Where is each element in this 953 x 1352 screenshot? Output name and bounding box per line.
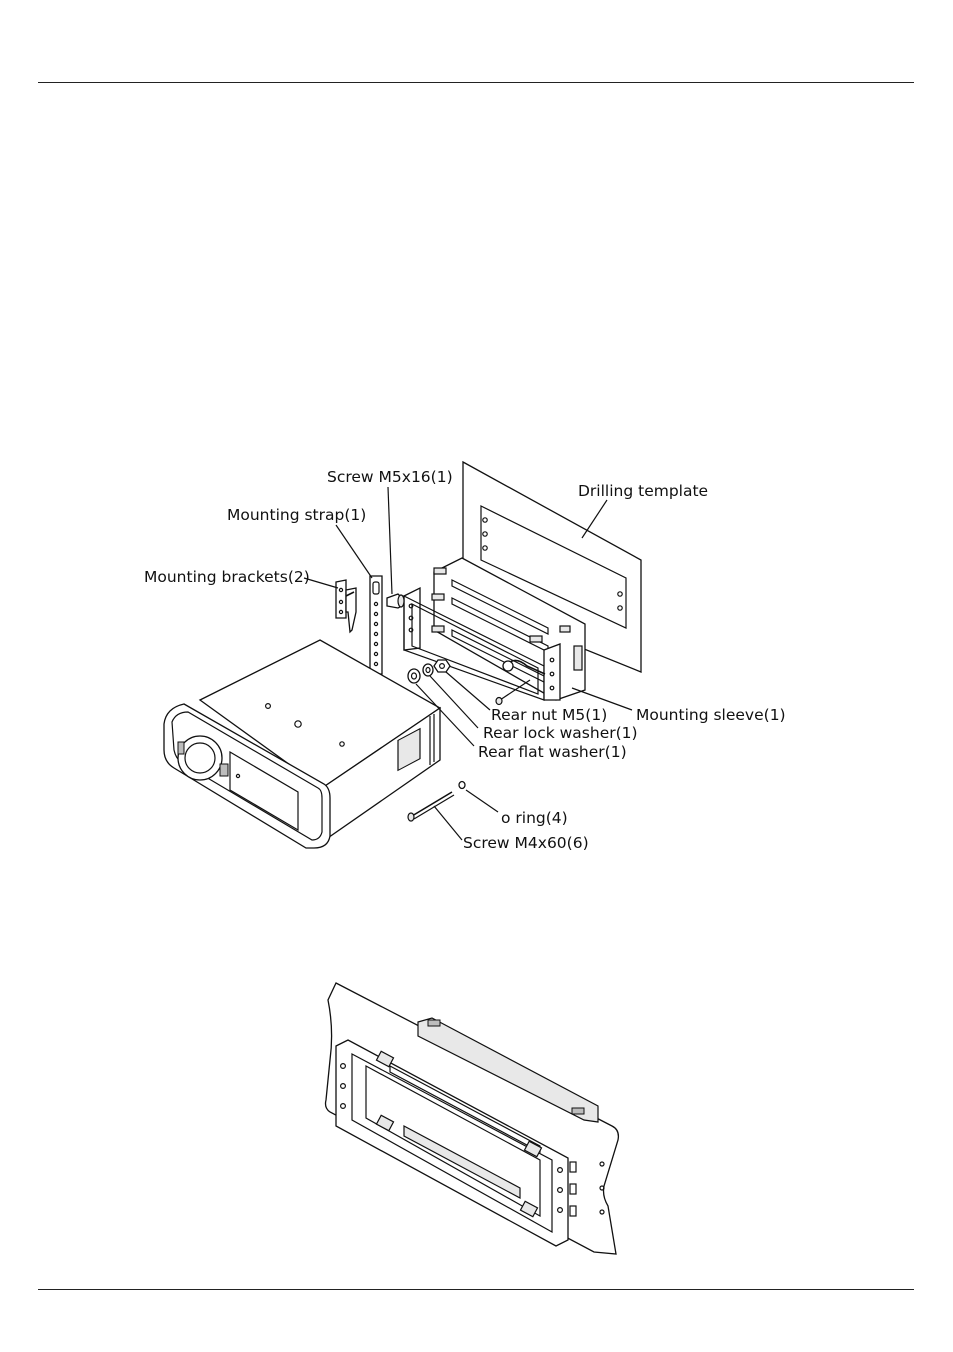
o-ring [458,780,466,790]
mounting-brackets [335,579,357,634]
rear-lock-washer [422,663,434,677]
leader-lines [303,486,633,841]
installed-sleeve [335,1039,605,1247]
label-rear-lock-washer: Rear lock washer(1) [483,724,638,742]
car-radio-unit [163,639,442,849]
label-mounting-strap: Mounting strap(1) [227,506,366,524]
drilling-template [462,460,642,673]
label-rear-nut: Rear nut M5(1) [491,706,607,724]
rear-flat-washer [407,668,421,684]
header-rule [38,82,914,83]
mounting-sleeve [403,557,586,701]
label-drilling-template: Drilling template [578,482,708,500]
rear-nut [433,659,451,673]
label-mounting-brackets: Mounting brackets(2) [144,568,310,586]
label-rear-flat-washer: Rear flat washer(1) [478,743,627,761]
screw-m5x16 [386,593,405,609]
label-mounting-sleeve: Mounting sleeve(1) [636,706,786,724]
label-o-ring: o ring(4) [501,809,568,827]
label-screw-m4x60: Screw M4x60(6) [463,834,589,852]
sleeve-screw [495,679,531,706]
screw-m4x60 [407,791,455,822]
label-screw-m5x16: Screw M5x16(1) [327,468,453,486]
mounting-strap [369,575,383,675]
footer-rule [38,1289,914,1290]
